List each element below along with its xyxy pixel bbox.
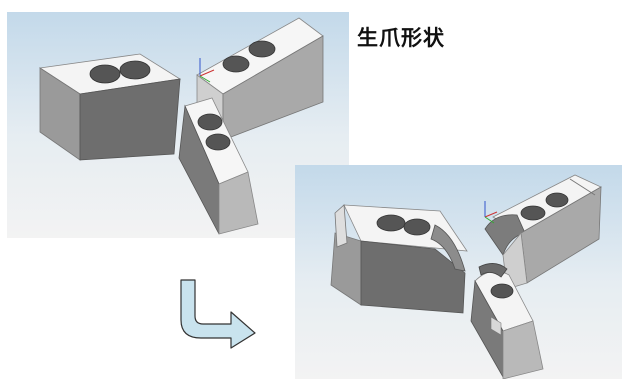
soft-jaws-before-render [38,17,324,235]
coordinate-axis-triad-icon [199,58,215,83]
jaw-left-after [330,204,468,314]
soft-jaws-after-render [330,174,602,379]
coordinate-axis-triad-icon [484,201,498,224]
page-title: 生爪形状 [357,26,445,50]
jaw-bottom-before [178,97,259,235]
cad-viewport-after[interactable] [295,165,622,379]
jaw-bottom-after [470,263,544,379]
cad-viewport-before[interactable] [7,12,349,238]
curved-down-right-arrow-icon [180,279,256,349]
jaw-left-before [38,53,182,161]
